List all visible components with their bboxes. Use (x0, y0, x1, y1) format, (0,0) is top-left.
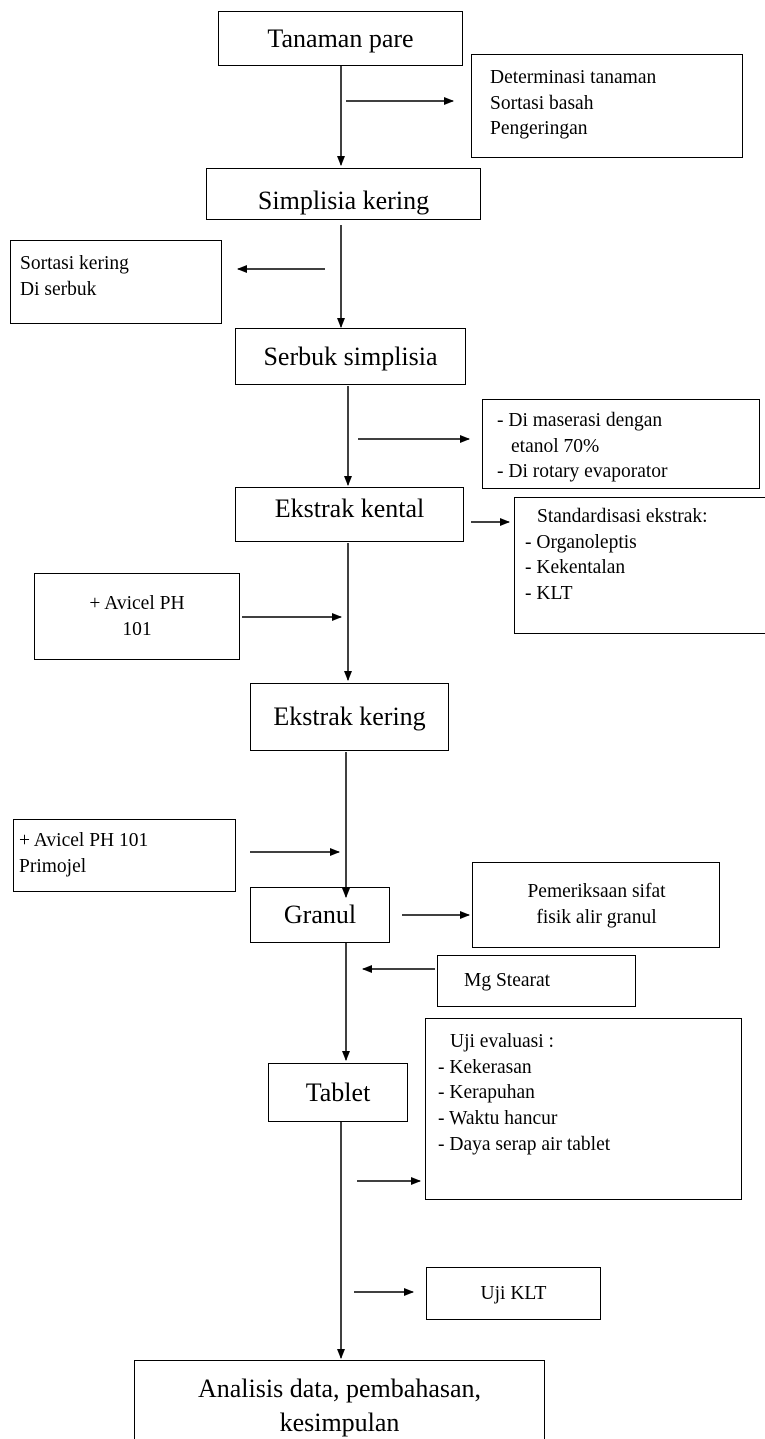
note-uji-evaluasi-item-3: - Waktu hancur (438, 1108, 558, 1130)
note-avicel-2: + Avicel PH 101 Primojel (13, 819, 236, 892)
note-determinasi: Determinasi tanaman Sortasi basah Penger… (471, 54, 743, 158)
note-determinasi-line-3: Pengeringan (490, 118, 588, 140)
step-analisis: Analisis data, pembahasan, kesimpulan (134, 1360, 545, 1439)
note-avicel-2-line-1: + Avicel PH 101 (19, 830, 149, 851)
step-simplisia-kering: Simplisia kering (206, 168, 481, 220)
note-standardisasi-item-1: - Organoleptis (525, 531, 637, 553)
note-mg-stearat-label: Mg Stearat (464, 970, 551, 991)
note-pemeriksaan-line-2: fisik alir granul (536, 907, 657, 928)
note-maserasi: - Di maserasi dengan etanol 70% - Di rot… (482, 399, 760, 489)
note-maserasi-line-1: - Di maserasi dengan (497, 410, 663, 431)
note-uji-evaluasi-title: Uji evaluasi : (450, 1031, 554, 1052)
note-uji-klt-label: Uji KLT (480, 1282, 547, 1304)
note-uji-klt: Uji KLT (426, 1267, 601, 1320)
step-serbuk-simplisia-label: Serbuk simplisia (263, 341, 438, 371)
step-analisis-line-1: Analisis data, pembahasan, (197, 1374, 482, 1404)
step-tablet-label: Tablet (305, 1077, 371, 1107)
note-determinasi-line-2: Sortasi basah (490, 92, 594, 114)
note-avicel-2-line-2: Primojel (19, 855, 87, 877)
note-pemeriksaan-right-edge (719, 862, 721, 948)
step-tanaman-pare: Tanaman pare (218, 11, 463, 66)
note-uji-evaluasi-item-4: - Daya serap air tablet (438, 1133, 611, 1155)
note-standardisasi-item-2: - Kekentalan (525, 557, 626, 579)
step-tablet: Tablet (268, 1063, 408, 1122)
note-maserasi-line-2: etanol 70% (511, 435, 600, 457)
note-mg-stearat: Mg Stearat (437, 955, 636, 1007)
step-ekstrak-kering-label: Ekstrak kering (273, 702, 426, 732)
note-sortasi-kering-line-1: Sortasi kering (20, 253, 129, 274)
step-granul-label: Granul (283, 900, 357, 930)
note-standardisasi: Standardisasi ekstrak: - Organoleptis - … (514, 497, 765, 634)
step-analisis-line-2: kesimpulan (279, 1408, 400, 1437)
step-granul: Granul (250, 887, 390, 943)
step-simplisia-kering-label: Simplisia kering (257, 186, 430, 216)
step-tanaman-pare-label: Tanaman pare (267, 23, 414, 53)
note-avicel-1-line-1: + Avicel PH (89, 592, 185, 614)
step-ekstrak-kental-label: Ekstrak kental (274, 493, 425, 523)
note-standardisasi-title: Standardisasi ekstrak: (537, 506, 708, 527)
note-maserasi-line-3: - Di rotary evaporator (497, 461, 668, 483)
note-uji-evaluasi-item-1: - Kekerasan (438, 1056, 532, 1078)
note-standardisasi-item-3: - KLT (525, 583, 573, 605)
step-serbuk-simplisia: Serbuk simplisia (235, 328, 466, 385)
note-avicel-1: + Avicel PH 101 (34, 573, 240, 660)
note-pemeriksaan-line-1: Pemeriksaan sifat (527, 881, 666, 903)
step-ekstrak-kering: Ekstrak kering (250, 683, 449, 751)
note-uji-evaluasi-item-2: - Kerapuhan (438, 1082, 535, 1104)
step-ekstrak-kental: Ekstrak kental (235, 487, 464, 542)
note-avicel-1-line-2: 101 (122, 618, 152, 640)
note-uji-evaluasi: Uji evaluasi : - Kekerasan - Kerapuhan -… (425, 1018, 742, 1200)
note-pemeriksaan: Pemeriksaan sifat fisik alir granul (472, 862, 720, 948)
note-sortasi-kering: Sortasi kering Di serbuk (10, 240, 222, 324)
note-determinasi-line-1: Determinasi tanaman (490, 67, 657, 88)
note-sortasi-kering-line-2: Di serbuk (20, 278, 97, 300)
